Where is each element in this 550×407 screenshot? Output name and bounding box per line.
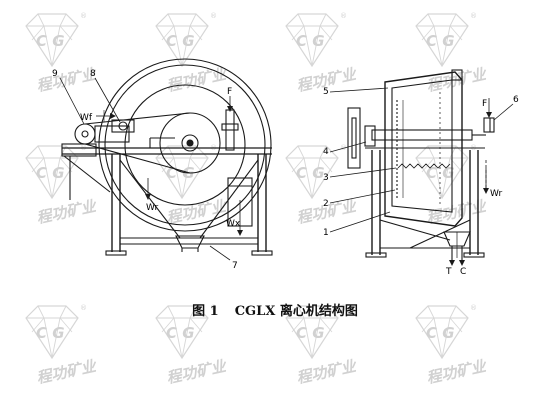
watermark-logo: C G®程功矿业 <box>415 12 489 95</box>
watermark-letters: C G <box>426 32 455 50</box>
watermark-registered-mark: ® <box>340 304 347 312</box>
watermark-logo: C G®程功矿业 <box>285 12 359 95</box>
left-drum-outer-inner <box>104 64 266 226</box>
callout-8: 8 <box>90 69 96 79</box>
callout-4: 4 <box>323 147 329 157</box>
watermark-letters: C G <box>426 324 455 342</box>
watermark-registered-mark: ® <box>80 12 87 20</box>
right-drum-inner <box>391 79 453 213</box>
left-motor-pulley <box>74 123 96 145</box>
callout-f-left: F <box>227 87 232 97</box>
watermark-registered-mark: ® <box>470 304 477 312</box>
left-pulley-hub <box>181 134 199 152</box>
callout-7: 7 <box>232 261 238 271</box>
watermark-text: 程功矿业 <box>165 65 229 95</box>
watermark-letters: C G <box>36 324 65 342</box>
left-drum-mid <box>124 84 246 206</box>
watermark-registered-mark: ® <box>210 304 217 312</box>
watermark-logo: C G ® 程功矿业 <box>155 12 229 95</box>
watermark-text: 程功矿业 <box>425 357 489 387</box>
watermark-text: 程功矿业 <box>165 357 229 387</box>
watermark-logo: C G®程功矿业 <box>155 144 229 227</box>
symbol-wf: Wf <box>80 113 93 123</box>
outlet-c: C <box>460 267 466 277</box>
watermark-registered-mark: ® <box>210 12 217 20</box>
callout-1: 1 <box>323 228 329 238</box>
right-view-drawing <box>329 69 514 266</box>
watermark-logo: C G ® 程功矿业 <box>155 304 229 387</box>
left-view-drawing <box>59 58 273 261</box>
callout-9: 9 <box>52 69 58 79</box>
caption-figure-number: 图 1 <box>192 304 219 319</box>
callout-3: 3 <box>323 173 329 183</box>
watermark-text: 程功矿业 <box>35 197 99 227</box>
watermark-letters: C G <box>166 32 195 50</box>
symbol-wr-left: Wr <box>146 203 158 213</box>
figure-caption: 图 1 CGLX 离心机结构图 <box>0 300 550 319</box>
watermark-text: 程功矿业 <box>295 357 359 387</box>
watermark-letters: C G <box>36 32 65 50</box>
left-pulley-axle <box>186 139 194 147</box>
symbol-wr-right: Wr <box>490 189 502 199</box>
watermark-letters: C G <box>296 324 325 342</box>
right-shaft <box>371 129 473 141</box>
left-gearbox <box>111 119 135 133</box>
watermark-registered-mark: ® <box>340 12 347 20</box>
callout-6: 6 <box>513 95 519 105</box>
outlet-t: T <box>445 267 452 277</box>
watermark-registered-mark: ® <box>470 12 477 20</box>
watermark-letters: C G <box>36 164 65 182</box>
callout-5: 5 <box>323 87 329 97</box>
right-feed-pipe <box>483 117 495 133</box>
right-pulley <box>347 107 361 169</box>
watermark-registered-mark: ® <box>80 304 87 312</box>
symbol-wx: Wx <box>226 219 241 229</box>
left-drum-outer <box>98 58 272 232</box>
watermark-letters: C G <box>296 32 325 50</box>
callout-f-right: F <box>482 99 487 109</box>
watermark-text: 程功矿业 <box>35 357 99 387</box>
watermark-letters: C G <box>166 324 195 342</box>
watermark-letters: C G <box>296 164 325 182</box>
caption-title: CGLX 离心机结构图 <box>234 304 358 319</box>
right-hopper <box>443 231 471 247</box>
right-drum-housing <box>384 71 463 227</box>
callout-2: 2 <box>323 199 329 209</box>
